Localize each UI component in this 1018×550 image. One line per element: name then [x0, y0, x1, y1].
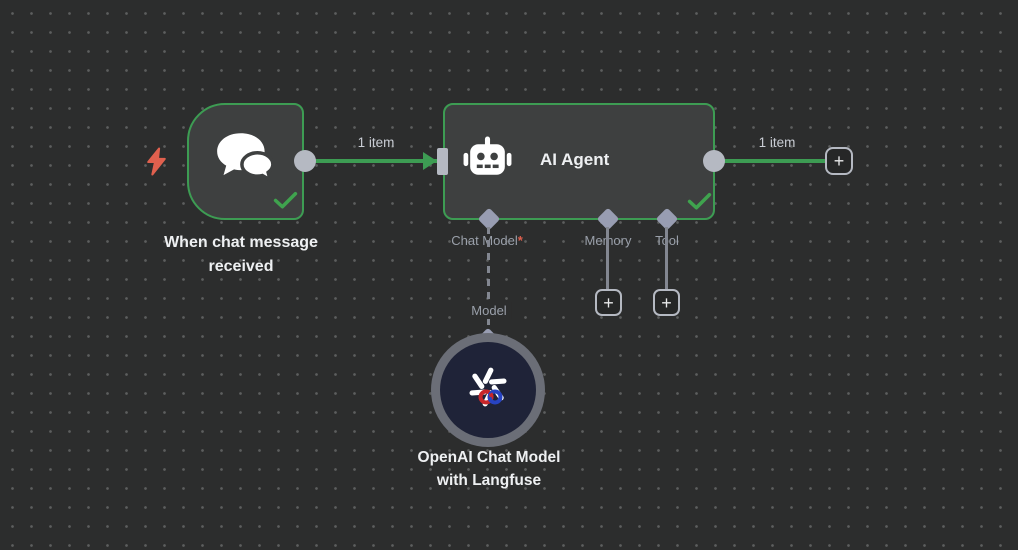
add-memory-button[interactable]: +	[595, 289, 622, 316]
success-check-icon	[273, 191, 298, 209]
connection-agent-output	[714, 159, 827, 163]
chat-model-port-label: Chat Model*	[451, 233, 523, 248]
agent-node-title: AI Agent	[540, 150, 610, 169]
port-label-text: Chat Model	[451, 233, 518, 248]
openai-node-label: OpenAI Chat Model with Langfuse	[417, 449, 561, 489]
success-check-icon	[687, 192, 712, 210]
tool-connection-stub	[665, 227, 668, 290]
model-connection-label: Model	[466, 302, 512, 319]
lightning-bolt-icon	[147, 147, 166, 176]
trigger-node-label: When chat message received	[164, 234, 318, 275]
chat-bubbles-icon	[217, 133, 275, 184]
add-node-button[interactable]: +	[825, 147, 853, 175]
langfuse-badge-icon	[478, 389, 503, 405]
connection-items-label: 1 item	[357, 135, 395, 150]
robot-icon	[463, 136, 512, 175]
agent-input-connector[interactable]	[437, 148, 448, 175]
agent-output-connector[interactable]	[703, 150, 725, 172]
connection-trigger-to-agent	[304, 159, 438, 163]
trigger-output-connector[interactable]	[294, 150, 316, 172]
add-tool-button[interactable]: +	[653, 289, 680, 316]
chat-model-connection	[487, 227, 490, 335]
connection-items-label: 1 item	[758, 135, 796, 150]
connection-arrowhead-icon	[423, 152, 437, 170]
required-marker: *	[517, 233, 523, 248]
memory-connection-stub	[606, 227, 609, 290]
